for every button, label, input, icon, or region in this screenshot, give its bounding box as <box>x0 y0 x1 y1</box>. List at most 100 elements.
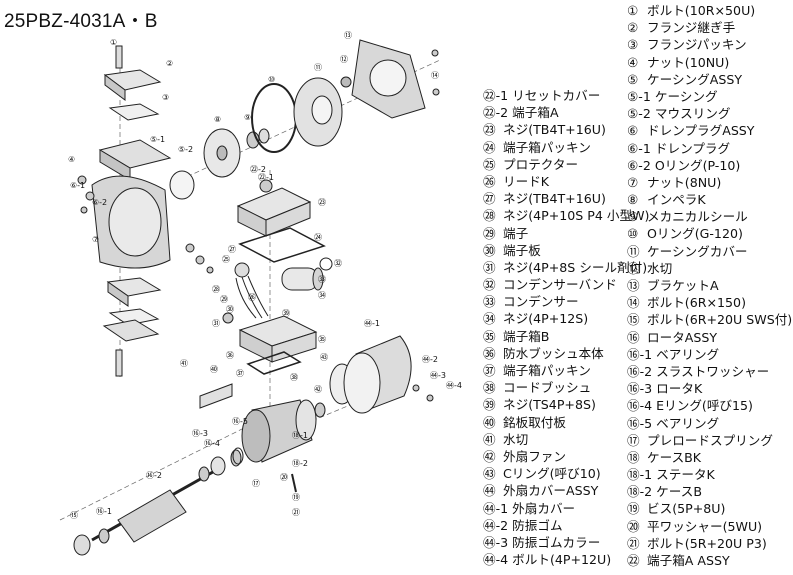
callout-label: ㉕ <box>222 255 230 264</box>
legend-number: ㊹-2 <box>483 517 509 533</box>
bottom-flange-stack <box>102 277 162 377</box>
callout-label: ⑯-2 <box>146 471 162 480</box>
callout-label: ㉙ <box>220 295 228 304</box>
legend-number: ⑤ <box>627 71 639 87</box>
callout-label: ⑭ <box>431 71 439 80</box>
legend-text: ドレンプラグ <box>654 140 731 156</box>
callout-label: ㊸ <box>320 353 328 362</box>
capacitor <box>281 257 333 291</box>
legend-number: ⑤-1 <box>627 88 651 104</box>
legend-number: ⑥ <box>627 123 639 139</box>
legend-text: 防振ゴムカラー <box>512 534 601 550</box>
callout-label: ⑦ <box>92 235 99 244</box>
legend-text: 防水ブッシュ本体 <box>503 345 604 361</box>
legend-text: フランジパッキン <box>647 37 747 53</box>
callout-label: ④ <box>68 155 75 164</box>
legend-number: ⑰ <box>627 432 640 448</box>
legend-item: ㊷ 外扇ファン <box>483 448 649 465</box>
callout-label: ㉜ <box>334 259 342 268</box>
legend-number: ㉒-1 <box>483 88 509 103</box>
legend-number: ⑧ <box>627 192 639 208</box>
legend-text: コードブッシュ <box>503 380 592 396</box>
legend-number: ⑮ <box>627 312 640 328</box>
callout-label: ⑥-1 <box>70 181 85 190</box>
legend-number: ⑯-4 <box>627 398 653 414</box>
legend-text: ロータASSY <box>647 329 718 345</box>
callout-label: ⑨ <box>244 113 251 122</box>
legend-text: 端子箱B <box>503 328 550 344</box>
legend-text: 水切 <box>647 260 673 276</box>
legend-item: ⑳ 平ワッシャー(5WU) <box>627 518 792 535</box>
legend-item: ⑯-3 ロータK <box>627 380 792 397</box>
legend-item: ㊹-1 外扇カバー <box>483 500 649 517</box>
legend-number: ② <box>627 20 639 36</box>
legend-item: ㉗ ネジ(TB4T+16U) <box>483 190 649 207</box>
legend-item: ㉞ ネジ(4P+12S) <box>483 310 649 327</box>
legend-number: ⑫ <box>627 260 640 276</box>
legend-text: コンデンサーバンド <box>503 277 617 293</box>
callout-label: ⑧ <box>214 115 221 124</box>
legend-number: ㊵ <box>483 414 496 430</box>
legend-item: ⑬ ブラケットA <box>627 277 792 294</box>
legend-item: ⑩ Oリング(G-120) <box>627 225 792 242</box>
legend-item: ⑯ ロータASSY <box>627 329 792 346</box>
legend-number: ㉚ <box>483 242 496 258</box>
callout-label: ⑩ <box>268 75 275 84</box>
legend-number: ㊹-3 <box>483 534 509 550</box>
legend-text: ケーシングカバー <box>647 243 748 259</box>
legend-text: 端子 <box>503 225 529 241</box>
legend-number: ⑯-5 <box>627 415 653 431</box>
legend-text: プレロードスプリング <box>647 432 773 448</box>
legend-item: ㊵ 銘板取付板 <box>483 414 649 431</box>
legend-item: ㉖ リードK <box>483 173 649 190</box>
callout-label: ⑯-4 <box>204 439 220 448</box>
legend-number: ㊷ <box>483 448 496 464</box>
legend-number: ㉑ <box>627 535 640 551</box>
callout-label: ⑥-2 <box>92 198 107 207</box>
legend-number: ㉘ <box>483 208 496 224</box>
legend-number: ⑨ <box>627 209 639 225</box>
legend-number: ④ <box>627 54 639 70</box>
callout-label: ㉚ <box>226 305 234 314</box>
legend-item: ㊹-2 防振ゴム <box>483 517 649 534</box>
callout-label: ㉓ <box>318 198 326 207</box>
callout-label: ㊹-2 <box>422 355 438 364</box>
legend-item: ⑥ ドレンプラグASSY <box>627 122 792 139</box>
legend-text: ステータK <box>656 467 715 483</box>
legend-item: ㉓ ネジ(TB4T+16U) <box>483 121 649 138</box>
legend-number: ㊳ <box>483 380 496 396</box>
legend-number: ⑱ <box>627 449 640 465</box>
bottom-bolt <box>291 473 297 493</box>
legend-item: ⑨ メカニカルシール <box>627 208 792 225</box>
legend-item: ㊴ ネジ(TS4P+8S) <box>483 396 649 413</box>
legend-number: ㉗ <box>483 191 496 207</box>
legend-item: ㉑ ボルト(5R+20U P3) <box>627 535 792 552</box>
callout-label: ㉟ <box>318 335 326 344</box>
legend-text: ブラケットA <box>647 278 719 293</box>
legend-item: ㉛ ネジ(4P+8S シール剤付) <box>483 259 649 276</box>
legend-text: 水切 <box>503 431 529 447</box>
legend-item: ⑤ ケーシングASSY <box>627 71 792 88</box>
legend-number: ㉒ <box>627 553 640 568</box>
legend-item: ㉙ 端子 <box>483 225 649 242</box>
legend-text: ベアリング <box>656 346 720 362</box>
callout-label: ⑲ <box>292 493 300 502</box>
callout-label: ③ <box>162 93 169 102</box>
legend-item: ⑯-1 ベアリング <box>627 346 792 363</box>
legend-item: ㊳ コードブッシュ <box>483 379 649 396</box>
legend-text: ケースBK <box>647 449 702 465</box>
legend-number: ㉞ <box>483 311 496 327</box>
legend-text: ビス(5P+8U) <box>647 501 726 517</box>
casing-cover <box>293 77 343 147</box>
callout-label: ㉘ <box>212 285 220 294</box>
legend-item: ④ ナット(10NU) <box>627 54 792 71</box>
legend-item: ㉕ プロテクター <box>483 156 649 173</box>
legend-text: 外扇ファン <box>503 448 566 464</box>
legend-text: 防振ゴム <box>512 517 563 533</box>
callout-label: ㉒-1 <box>258 173 274 182</box>
legend-number: ⑯ <box>627 329 640 345</box>
legend-text: Cリング(呼び10) <box>503 466 601 482</box>
legend-text: ネジ(TB4T+16U) <box>503 122 606 138</box>
legend-text: ボルト(4P+12U) <box>512 552 612 568</box>
